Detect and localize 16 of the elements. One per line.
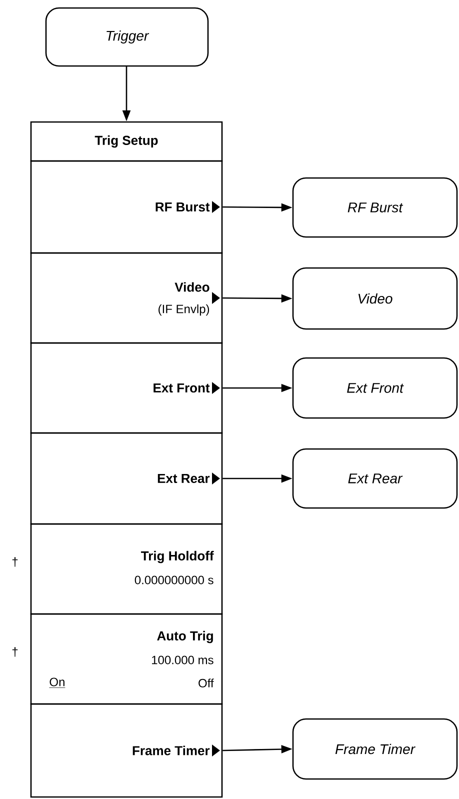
submenu-box: Ext Front <box>292 357 458 419</box>
submenu-box: Ext Rear <box>292 448 458 509</box>
menu-key: Trig Holdoff 0.000000000 s † <box>12 523 223 615</box>
menu-key: Ext Front <box>30 342 223 434</box>
node-label: † <box>12 557 18 567</box>
submenu-box: Frame Timer <box>292 718 458 780</box>
menu-key: RF Burst <box>30 160 223 254</box>
submenu-box: Trigger <box>45 7 209 67</box>
menu-key: Video (IF Envlp) <box>30 252 223 344</box>
node-label: † <box>12 647 18 657</box>
menu-key: Frame Timer <box>30 703 223 798</box>
submenu-box: RF Burst <box>292 177 458 238</box>
submenu-box: Video <box>292 267 458 330</box>
menu-header: Trig Setup <box>30 121 223 162</box>
menu-key: Auto Trig 100.000 ms On Off † <box>12 613 223 705</box>
menu-key: Ext Rear <box>30 432 223 525</box>
